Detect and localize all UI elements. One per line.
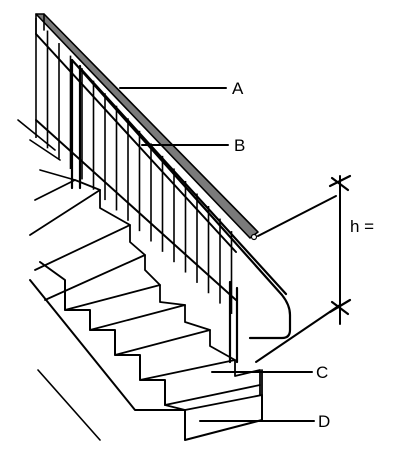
intermediate-rail	[35, 33, 237, 253]
label-b: B	[234, 136, 245, 155]
top-rail	[35, 13, 259, 241]
guard-bottom-rail	[35, 119, 237, 301]
leader-h-top	[257, 195, 337, 237]
label-c: C	[316, 363, 328, 382]
floor-edge	[37, 369, 101, 441]
height-dimension	[328, 174, 352, 325]
stair-treads	[29, 179, 261, 406]
stair-risers	[99, 189, 263, 396]
leader-lines	[119, 87, 341, 422]
label-d: D	[318, 412, 330, 431]
leader-h-bottom	[255, 304, 341, 363]
bottom-step	[164, 394, 263, 411]
handrail	[70, 58, 292, 364]
label-a: A	[232, 79, 244, 98]
label-h: h =	[350, 217, 374, 236]
